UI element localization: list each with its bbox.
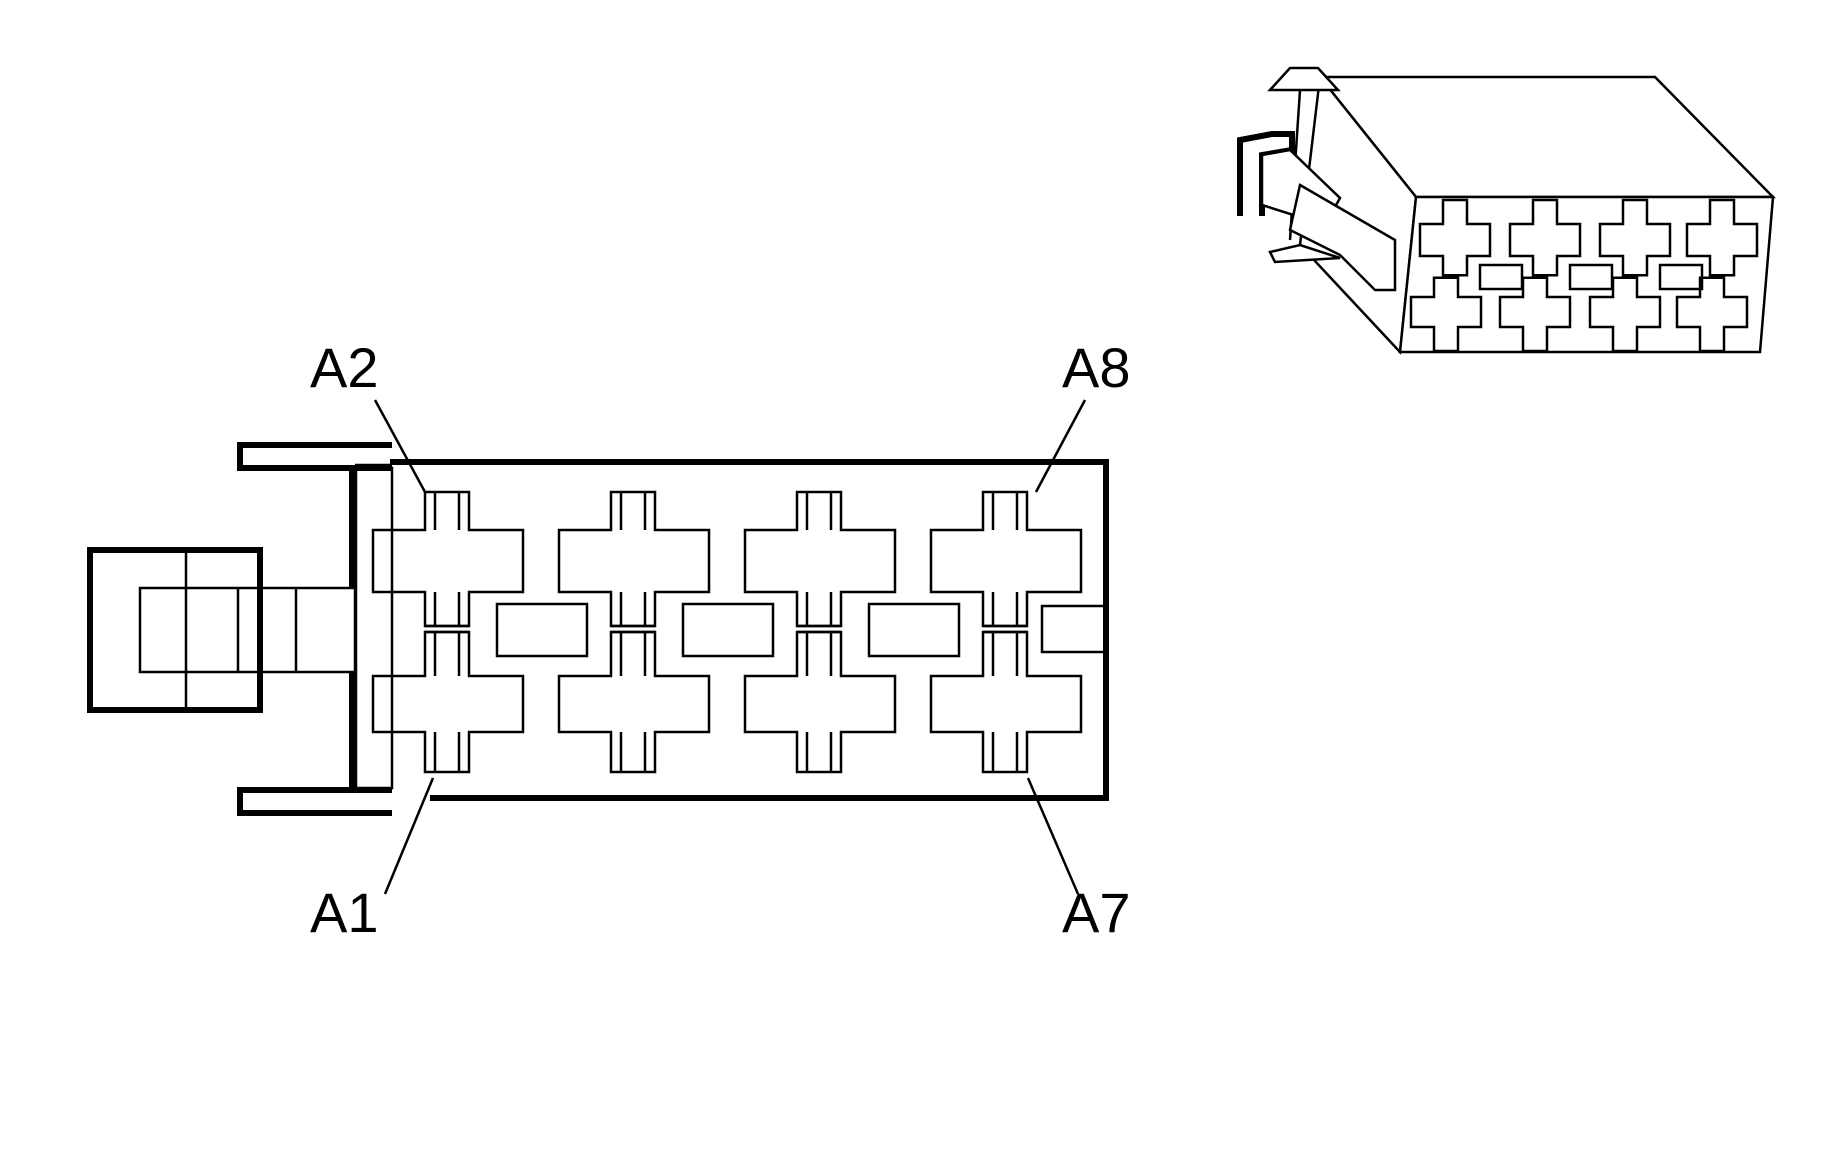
iso-cavity-lower-3 <box>1588 276 1662 353</box>
cavity-lower-2 <box>557 630 711 774</box>
pin-label-a7: A7 <box>1062 881 1131 944</box>
leader-a8 <box>1034 399 1087 493</box>
cavity-lower-3 <box>743 630 897 774</box>
leader-lines <box>373 399 1087 895</box>
iso-cavity-upper-3 <box>1598 198 1672 277</box>
terminal-cavities <box>371 490 1083 774</box>
pin-label-a2: A2 <box>310 336 379 399</box>
cavity-separator-2 <box>681 602 775 658</box>
iso-top-nub <box>1267 66 1341 92</box>
cavity-separator-3 <box>867 602 961 658</box>
latch-tab <box>87 547 357 713</box>
cavity-lower-1 <box>371 630 525 774</box>
leader-a7 <box>1026 777 1080 895</box>
leader-a1 <box>383 777 435 895</box>
connector-housing <box>354 459 1109 801</box>
cavity-lower-4 <box>929 630 1083 774</box>
iso-cavity-upper-1 <box>1418 198 1492 277</box>
iso-terminal-cavities <box>1409 198 1759 353</box>
leader-a2 <box>373 399 427 493</box>
connector-isometric-view <box>1237 66 1776 355</box>
cavity-upper-1 <box>371 490 525 628</box>
iso-cavity-upper-2 <box>1508 198 1582 277</box>
iso-cavity-lower-4 <box>1675 276 1749 353</box>
iso-cavity-lower-2 <box>1498 276 1572 353</box>
connector-face-view: A2 A8 A1 A7 <box>87 336 1131 944</box>
cavity-upper-3 <box>743 490 897 628</box>
iso-separator-2 <box>1568 263 1614 291</box>
iso-cavity-upper-4 <box>1685 198 1759 277</box>
iso-cavity-lower-1 <box>1409 276 1483 353</box>
cavity-upper-2 <box>557 490 711 628</box>
iso-latch <box>1237 131 1397 292</box>
cavity-separator-1 <box>495 602 589 658</box>
mounting-flange <box>237 442 392 816</box>
iso-front-face <box>1398 195 1775 354</box>
pin-label-a1: A1 <box>310 881 379 944</box>
pin-label-a8: A8 <box>1062 336 1131 399</box>
iso-separator-1 <box>1478 263 1524 291</box>
iso-separator-3 <box>1658 263 1704 291</box>
